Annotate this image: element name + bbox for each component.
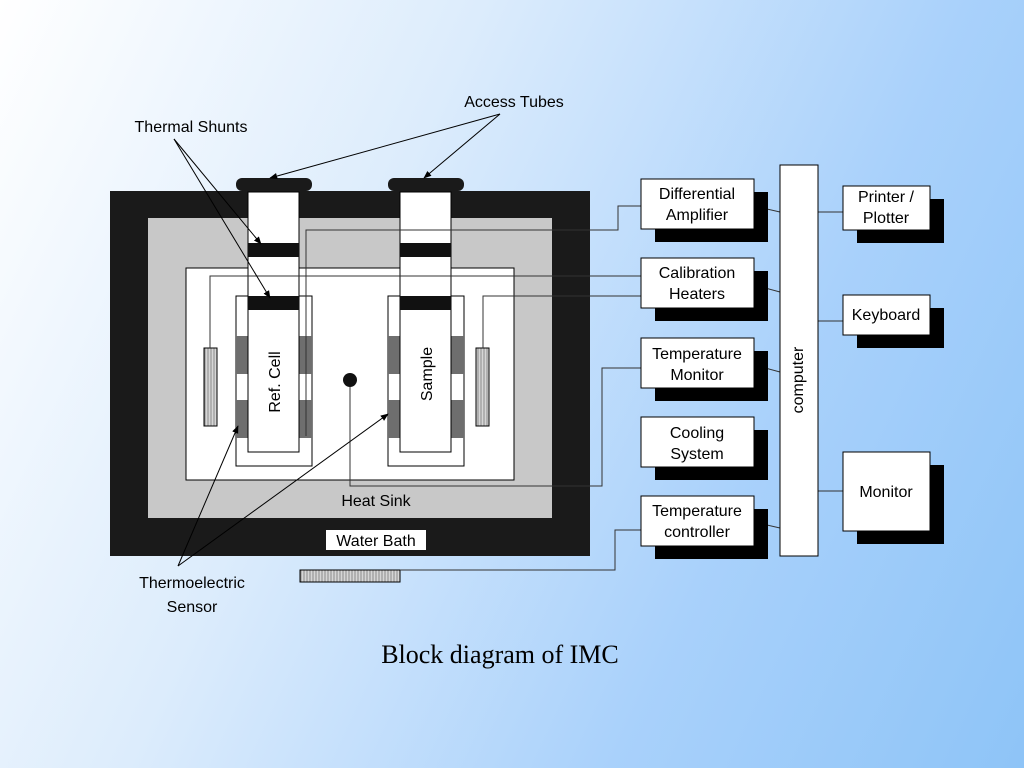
thermoelectric-sensor-arrow-sample [177,413,389,567]
access-tubes-arrow-sample [423,113,501,179]
cooling-system-line1: Cooling [670,425,724,442]
differential-amplifier-box: Differential Amplifier [640,178,768,242]
printer-plotter-line1: Printer / [858,189,915,206]
calibration-heaters-line2: Heaters [669,286,725,303]
thermoelectric-sensor-blocks [236,336,464,438]
calibration-heaters-line1: Calibration [659,265,735,282]
printer-plotter-line2: Plotter [863,210,910,227]
sample-label: Sample [419,347,436,401]
thermal-shunts-label: Thermal Shunts [135,119,248,136]
printer-plotter-box: Printer / Plotter [842,185,944,243]
thermoelectric-sensor-arrow-ref [177,425,239,567]
ref-cell [247,191,300,453]
cooling-element [299,569,401,583]
thermoelectric-sensor-label-line1: Thermoelectric [139,575,245,592]
thermoelectric-sensor-label-line2: Sensor [167,599,218,616]
temperature-controller-line2: controller [664,524,730,541]
temperature-monitor-line1: Temperature [652,346,742,363]
ref-tube-cap [236,178,312,191]
keyboard-box: Keyboard [842,294,944,348]
figure-caption: Block diagram of IMC [381,640,619,669]
temperature-controller-box: Temperature controller [640,495,768,559]
differential-amplifier-line1: Differential [659,186,735,203]
cooling-system-line2: System [670,446,723,463]
temperature-probe [343,373,357,387]
temperature-controller-line1: Temperature [652,503,742,520]
computer-box: computer [779,164,819,557]
ref-cell-label: Ref. Cell [267,351,284,412]
water-bath-label: Water Bath [336,533,415,550]
differential-amplifier-line2: Amplifier [666,207,729,224]
access-tubes-arrow-ref [269,113,501,180]
monitor-label: Monitor [859,484,913,501]
computer-label: computer [790,346,807,413]
sample-cell [399,191,452,453]
access-tubes-label: Access Tubes [464,94,564,111]
thermal-shunts-arrow-top [173,138,262,245]
cooling-system-box: Cooling System [640,416,768,480]
sample-tube-cap [388,178,464,191]
temperature-monitor-line2: Monitor [670,367,724,384]
thermal-shunts-arrow-bottom [173,138,271,299]
sample-calibration-heater [475,347,490,427]
calibration-heaters-box: Calibration Heaters [640,257,768,321]
monitor-box: Monitor [842,451,944,544]
ref-calibration-heater [203,347,218,427]
water-bath-label-box [326,530,426,550]
keyboard-label: Keyboard [852,307,921,324]
temperature-monitor-box: Temperature Monitor [640,337,768,401]
heat-sink-label: Heat Sink [341,493,411,510]
